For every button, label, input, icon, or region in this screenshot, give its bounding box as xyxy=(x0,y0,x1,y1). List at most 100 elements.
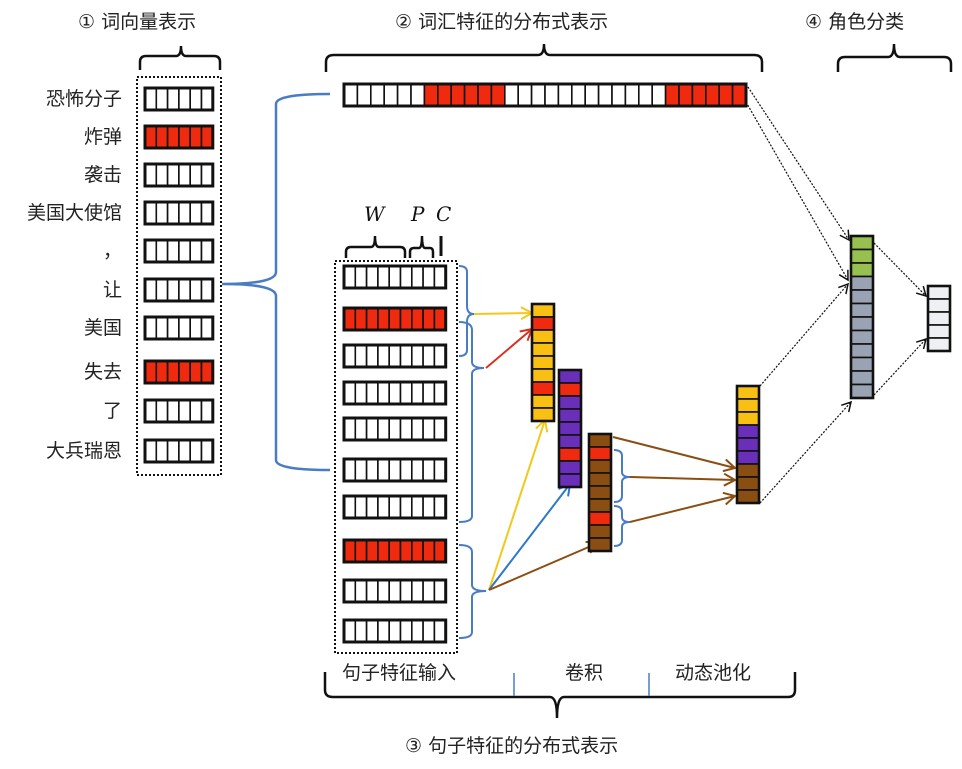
word-vector xyxy=(143,200,215,226)
word-vector xyxy=(143,162,215,188)
vector-cell xyxy=(927,324,951,339)
vector-cell xyxy=(736,398,760,413)
vector-cell xyxy=(410,381,424,405)
vector-cell xyxy=(736,385,760,400)
vector-cell xyxy=(850,302,874,318)
vector-cell xyxy=(422,381,436,405)
vector-border xyxy=(342,618,448,644)
vector-cell xyxy=(155,239,169,263)
vector-cell xyxy=(388,381,402,405)
vector-cell xyxy=(377,344,390,368)
vector-cell xyxy=(144,87,158,111)
vector-cell xyxy=(410,619,424,643)
vector-cell xyxy=(200,163,214,187)
vector-cell xyxy=(531,303,555,318)
vector-cell xyxy=(388,539,402,563)
vector-cell xyxy=(422,344,436,368)
vector-cell xyxy=(436,83,452,107)
vector-cell xyxy=(144,316,158,340)
vector-cell xyxy=(433,344,447,368)
vector-cell xyxy=(850,289,874,305)
vector-cell xyxy=(651,83,667,107)
vector-cell xyxy=(388,619,402,643)
sentence-feature-row xyxy=(342,416,448,442)
vector-border xyxy=(735,384,761,505)
vector-cell xyxy=(189,87,203,111)
vector-cell xyxy=(588,537,612,552)
concat-cells xyxy=(849,234,875,400)
vector-cell xyxy=(200,360,214,384)
vector-cell xyxy=(422,619,436,643)
vector-cell xyxy=(736,476,760,491)
pool-arrow-3 xyxy=(629,496,735,523)
yellow-map xyxy=(530,302,556,423)
arrow-lex-to-green xyxy=(745,83,850,242)
brace-role-classification xyxy=(836,43,953,72)
classifier-concat-vector xyxy=(849,234,875,400)
vector-cell xyxy=(736,450,760,465)
vector-border xyxy=(143,315,215,341)
vector-cell xyxy=(178,360,191,384)
vector-cell xyxy=(155,278,169,302)
vector-cell xyxy=(399,619,413,643)
vector-cell xyxy=(490,83,506,107)
sentence-input-rows xyxy=(342,264,448,644)
vector-cell xyxy=(144,360,158,384)
sentence-feature-row xyxy=(342,380,448,406)
word-token: 了 xyxy=(103,400,122,422)
vector-cell xyxy=(343,458,357,482)
vector-cell xyxy=(166,316,180,340)
vector-cell xyxy=(399,539,413,563)
vector-cell xyxy=(410,579,424,603)
vector-border xyxy=(342,306,448,332)
vector-cell xyxy=(410,417,424,441)
vector-cell xyxy=(354,265,368,289)
arrow-concat-to-output-1 xyxy=(873,242,928,298)
vector-cell xyxy=(377,619,390,643)
vector-cell xyxy=(166,399,180,423)
pool-brace-2 xyxy=(613,505,631,547)
vector-cell xyxy=(166,439,180,463)
word-vector xyxy=(143,238,215,264)
vector-cell xyxy=(433,307,447,331)
vector-border xyxy=(342,416,448,442)
arrow-blue xyxy=(488,484,570,591)
vector-cell xyxy=(189,439,203,463)
vector-cell xyxy=(410,83,426,107)
vector-cell xyxy=(736,424,760,439)
vector-cell xyxy=(736,411,760,426)
sentence-input-container xyxy=(334,260,458,654)
word-token: ， xyxy=(103,240,122,262)
vector-cell xyxy=(399,307,413,331)
vector-cell xyxy=(189,360,203,384)
word-token: 炸弹 xyxy=(84,126,122,148)
sentence-feature-row xyxy=(342,618,448,644)
vector-cell xyxy=(558,447,582,462)
vector-cell xyxy=(155,201,169,225)
vector-cell xyxy=(423,83,439,107)
vector-cell xyxy=(365,619,379,643)
vector-cell xyxy=(850,383,874,399)
vector-cell xyxy=(396,83,412,107)
section-title-lexical-features: ② 词汇特征的分布式表示 xyxy=(395,11,608,33)
vector-cell xyxy=(399,417,413,441)
vector-cell xyxy=(200,125,214,149)
vector-cell xyxy=(144,239,158,263)
vector-cell xyxy=(433,619,447,643)
sentence-feature-row xyxy=(342,457,448,483)
vector-cell xyxy=(155,87,169,111)
vector-cell xyxy=(531,381,555,396)
word-vector xyxy=(143,124,215,150)
vector-cell xyxy=(433,417,447,441)
vector-cell xyxy=(850,343,874,359)
vector-cell xyxy=(343,83,359,107)
stage-label-input: 句子特征输入 xyxy=(342,662,456,684)
brace-lexical-features xyxy=(324,43,764,72)
vector-cell xyxy=(422,417,436,441)
sentence-feature-row xyxy=(342,343,448,369)
vector-cell xyxy=(166,360,180,384)
vector-cell xyxy=(850,235,874,251)
vector-cell xyxy=(558,395,582,410)
vector-cell xyxy=(178,163,191,187)
vector-cell xyxy=(200,399,214,423)
